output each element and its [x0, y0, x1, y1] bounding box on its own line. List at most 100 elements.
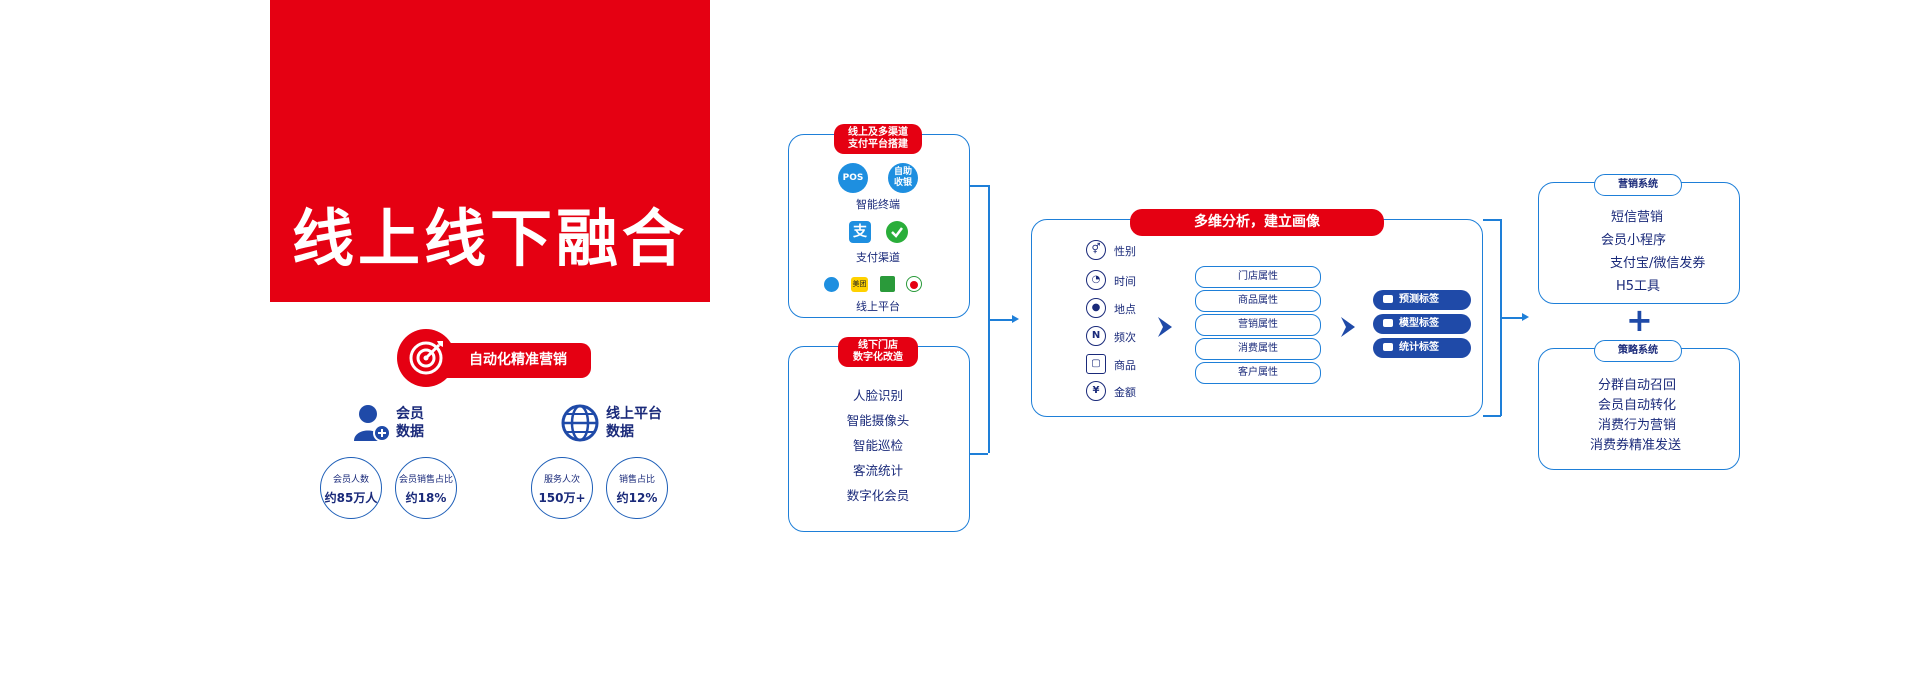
- chevron-right-icon: [1341, 317, 1355, 341]
- clock-icon: ◔: [1086, 270, 1106, 290]
- icon-line2: 收银: [893, 178, 912, 188]
- connector-line: [970, 453, 988, 455]
- store-item-inspection: 智能巡检: [852, 438, 903, 453]
- self-checkout-icon: 自助 收银: [888, 163, 918, 193]
- online-label-line2: 数据: [606, 424, 634, 440]
- connector-arrow: [1500, 317, 1524, 319]
- online-sales-share-stat: 销售占比 约12%: [606, 457, 668, 519]
- arrow-head-icon: [1522, 313, 1529, 321]
- tag-predict: 预测标签: [1373, 290, 1471, 310]
- member-sales-share-stat: 会员销售占比 约18%: [395, 457, 457, 519]
- store-item-traffic: 客流统计: [852, 463, 903, 478]
- store-item-camera: 智能摄像头: [846, 413, 910, 428]
- service-count-stat: 服务人次 150万+: [531, 457, 593, 519]
- mini-program-icon: [906, 276, 922, 292]
- connector-line: [1483, 415, 1501, 417]
- tag-model: 模型标签: [1373, 314, 1471, 334]
- stat-value: 约12%: [616, 491, 658, 505]
- strategy-item-convert: 会员自动转化: [1598, 398, 1677, 413]
- gender-icon: ⚥: [1086, 240, 1106, 260]
- tag-label: 预测标签: [1399, 294, 1439, 305]
- member-label-line1: 会员: [396, 406, 424, 422]
- dimension-amount: 金额: [1114, 386, 1136, 399]
- store-item-face: 人脸识别: [852, 388, 903, 403]
- auto-marketing-label: 自动化精准营销: [469, 352, 567, 368]
- dimension-time: 时间: [1114, 275, 1136, 288]
- attr-product: 商品属性: [1195, 290, 1321, 312]
- plus-icon: +: [1626, 301, 1653, 339]
- dimension-location: 地点: [1114, 303, 1136, 316]
- stat-title: 服务人次: [543, 475, 580, 485]
- tag-icon: [1383, 319, 1393, 327]
- eleme-icon: [824, 277, 839, 292]
- strategy-system-box: [1538, 348, 1740, 470]
- icon-line1: 自助: [893, 167, 912, 177]
- header-line1: 线上及多渠道: [848, 127, 908, 138]
- channel-platform-box: [788, 134, 970, 318]
- member-data-label: 会员 数据: [396, 405, 424, 441]
- app-icon: [880, 276, 895, 292]
- marketing-system-box: [1538, 182, 1740, 304]
- tag-label: 统计标签: [1399, 342, 1439, 353]
- location-icon: ●: [1086, 298, 1106, 318]
- alipay-icon: 支: [849, 221, 871, 243]
- attr-consumption: 消费属性: [1195, 338, 1321, 360]
- tag-label: 模型标签: [1399, 318, 1439, 329]
- header-line2: 支付平台搭建: [848, 139, 908, 150]
- globe-icon: [560, 403, 600, 443]
- marketing-item-sms: 短信营销: [1611, 210, 1664, 225]
- stat-title: 会员销售占比: [398, 475, 453, 485]
- strategy-item-coupon: 消费券精准发送: [1590, 438, 1682, 453]
- attr-customer: 客户属性: [1195, 362, 1321, 384]
- store-item-member: 数字化会员: [846, 488, 910, 503]
- chevron-right-icon: [1158, 317, 1172, 341]
- meituan-icon: 美团: [851, 277, 868, 292]
- frequency-icon: N: [1086, 326, 1106, 346]
- tag-statistics: 统计标签: [1373, 338, 1471, 358]
- smart-terminal-label: 智能终端: [856, 198, 900, 211]
- stat-value: 150万+: [538, 491, 586, 505]
- hero-title: 线上线下融合: [291, 202, 688, 275]
- online-platform-label: 线上平台: [856, 300, 900, 313]
- hero-banner: 线上线下融合: [270, 0, 710, 302]
- strategy-item-behavior: 消费行为营销: [1598, 418, 1677, 433]
- store-digitization-box: [788, 346, 970, 532]
- bag-icon: ▢: [1086, 354, 1106, 374]
- online-label-line1: 线上平台: [606, 406, 662, 422]
- member-icon: [352, 403, 392, 443]
- header-line1: 线下门店: [858, 340, 898, 351]
- yen-icon: ¥: [1086, 381, 1106, 401]
- online-data-label: 线上平台 数据: [606, 405, 662, 441]
- stat-value: 约85万人: [324, 491, 378, 505]
- attr-marketing: 营销属性: [1195, 314, 1321, 336]
- target-icon: [397, 329, 455, 387]
- attr-store: 门店属性: [1195, 266, 1321, 288]
- member-count-stat: 会员人数 约85万人: [320, 457, 382, 519]
- tag-icon: [1383, 295, 1393, 303]
- dimension-product: 商品: [1114, 359, 1136, 372]
- analysis-header: 多维分析，建立画像: [1130, 209, 1384, 236]
- store-box-header: 线下门店 数字化改造: [838, 337, 918, 367]
- strategy-item-recall: 分群自动召回: [1598, 378, 1677, 393]
- dimension-frequency: 频次: [1114, 331, 1136, 344]
- marketing-system-header: 营销系统: [1594, 174, 1682, 196]
- connector-line: [1483, 219, 1501, 221]
- stat-title: 会员人数: [332, 475, 369, 485]
- pos-icon: POS: [838, 163, 868, 193]
- wechat-pay-icon: [886, 221, 908, 243]
- stat-title: 销售占比: [618, 475, 655, 485]
- dimension-gender: 性别: [1114, 245, 1136, 258]
- channel-box-header: 线上及多渠道 支付平台搭建: [834, 124, 922, 154]
- marketing-item-mini-program: 会员小程序: [1601, 233, 1667, 248]
- payment-channel-label: 支付渠道: [856, 251, 900, 264]
- marketing-item-coupon: 支付宝/微信发券: [1610, 256, 1706, 271]
- marketing-item-h5: H5工具: [1616, 279, 1661, 294]
- auto-marketing-pill: 自动化精准营销: [397, 329, 591, 387]
- stat-value: 约18%: [405, 491, 447, 505]
- tag-icon: [1383, 343, 1393, 351]
- strategy-system-header: 策略系统: [1594, 340, 1682, 362]
- header-line2: 数字化改造: [853, 352, 903, 363]
- member-label-line2: 数据: [396, 424, 424, 440]
- arrow-head-icon: [1012, 315, 1019, 323]
- connector-arrow: [988, 319, 1014, 321]
